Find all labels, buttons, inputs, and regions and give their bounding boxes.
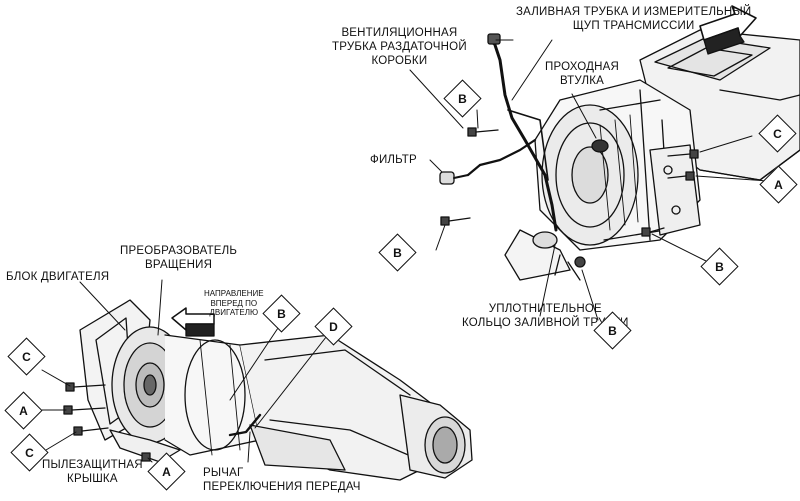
callout-letter: C — [773, 126, 782, 141]
callout-letter: A — [19, 403, 28, 418]
callout-letter: B — [277, 306, 286, 321]
label-grommet-text: ПРОХОДНАЯ ВТУЛКА — [545, 61, 619, 87]
callout-letter: B — [608, 323, 617, 338]
label-forward-direction-text: НАПРАВЛЕНИЕ ВПЕРЕД ПО ДВИГАТЕЛЮ — [204, 289, 264, 317]
callout-letter: B — [458, 91, 467, 106]
label-forward-direction: НАПРАВЛЕНИЕ ВПЕРЕД ПО ДВИГАТЕЛЮ — [204, 289, 264, 318]
label-dust-cover-text: ПЫЛЕЗАЩИТНАЯ КРЫШКА — [42, 459, 143, 485]
label-engine-block-text: БЛОК ДВИГАТЕЛЯ — [6, 271, 110, 283]
callout-letter: A — [774, 177, 783, 192]
label-shift-lever-text: РЫЧАГ ПЕРЕКЛЮЧЕНИЯ ПЕРЕДАЧ — [203, 467, 361, 493]
label-dust-cover: ПЫЛЕЗАЩИТНАЯ КРЫШКА — [42, 458, 143, 486]
upper-transmission-drawing — [409, 5, 800, 321]
callout-letter: C — [22, 349, 31, 364]
callout-letter: C — [25, 445, 34, 460]
label-filter: ФИЛЬТР — [370, 153, 417, 167]
callout-letter: A — [162, 464, 171, 479]
label-fill-tube-dipstick: ЗАЛИВНАЯ ТРУБКА И ИЗМЕРИТЕЛЬНЫЙ ЩУП ТРАН… — [516, 5, 751, 33]
label-engine-block: БЛОК ДВИГАТЕЛЯ — [6, 270, 109, 284]
label-torque-converter: ПРЕОБРАЗОВАТЕЛЬ ВРАЩЕНИЯ — [120, 244, 237, 272]
lower-transmission-drawing — [39, 279, 473, 481]
label-torque-converter-text: ПРЕОБРАЗОВАТЕЛЬ ВРАЩЕНИЯ — [120, 245, 238, 271]
label-grommet: ПРОХОДНАЯ ВТУЛКА — [545, 60, 619, 88]
callout-letter: D — [329, 319, 338, 334]
label-shift-lever: РЫЧАГ ПЕРЕКЛЮЧЕНИЯ ПЕРЕДАЧ — [203, 466, 361, 494]
callout-letter: B — [715, 259, 724, 274]
label-vent-tube: ВЕНТИЛЯЦИОННАЯ ТРУБКА РАЗДАТОЧНОЙ КОРОБК… — [332, 26, 467, 68]
callout-letter: B — [393, 245, 402, 260]
label-vent-tube-text: ВЕНТИЛЯЦИОННАЯ ТРУБКА РАЗДАТОЧНОЙ КОРОБК… — [332, 27, 467, 67]
label-filter-text: ФИЛЬТР — [370, 154, 417, 166]
label-fill-tube-line: ЗАЛИВНАЯ ТРУБКА И ИЗМЕРИТЕЛЬНЫЙ ЩУП ТРАН… — [516, 6, 752, 32]
